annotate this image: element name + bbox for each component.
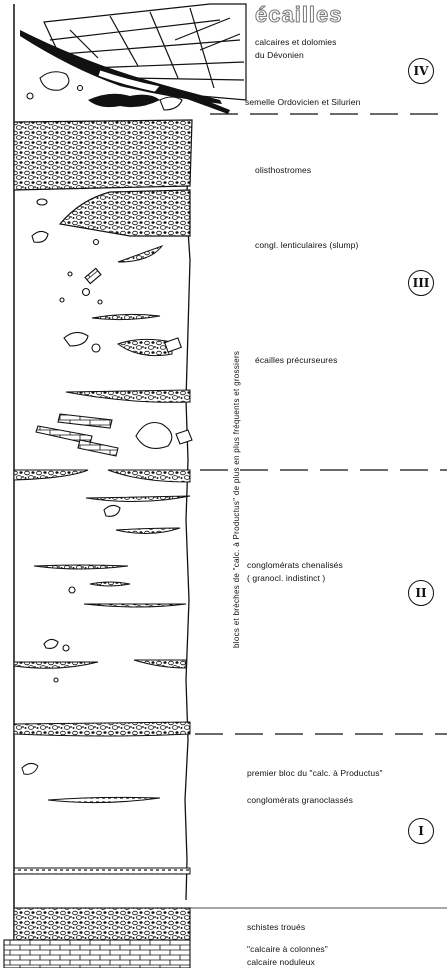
olisthostrome-conglomerate [14,120,192,236]
unit-ii-channels [14,470,190,736]
unit-iii-marker: III [408,270,434,296]
unit-iv-marker: IV [408,58,434,84]
label-schistes-troues: schistes troués [247,922,305,932]
label-conglomerats-granoclasses: conglomérats granoclassés [247,795,353,805]
unit-ii-blocks [44,505,120,682]
label-calcaire-noduleux: calcaire noduleux [247,957,315,967]
label-calcaire-colonnes: "calcaire à colonnes" [247,944,328,954]
label-ecailles-precurseures: écailles précurseures [255,355,337,365]
unit-i-beds [14,763,190,874]
label-congl-lenticulaires: congl. lenticulaires (slump) [255,240,358,250]
unit-iii-blocks [32,199,192,456]
label-devonien: du Dévonien [255,50,304,60]
label-conglomerats-chenalises: conglomérats chenalisés [247,560,343,570]
label-olisthostromes: olisthostromes [255,165,311,175]
unit-boundaries [190,114,447,908]
unit-i-marker: I [408,818,434,844]
label-premier-bloc: premier bloc du "calc. à Productus" [247,768,383,778]
title-ecailles: écailles [255,2,343,28]
label-semelle: semelle Ordovicien et Silurien [245,97,360,107]
basal-beds [4,908,190,968]
unit-iii-lenses [66,246,190,402]
label-granocl-indistinct: ( granocl. indistinct ) [247,573,325,583]
label-calcaires: calcaires et dolomies [255,37,336,47]
unit-ii-marker: II [408,580,434,606]
vertical-annotation: blocs et brèches de "calc. à Productus" … [232,351,241,648]
